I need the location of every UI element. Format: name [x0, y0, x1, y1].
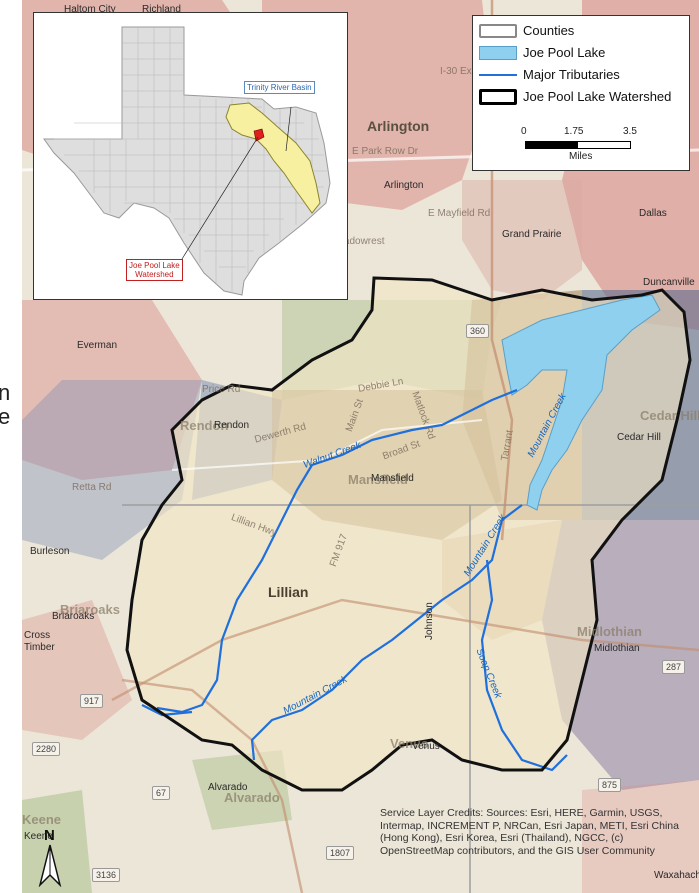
- north-arrow: N: [30, 827, 70, 888]
- soap-creek: [480, 559, 568, 772]
- road-lillian-hwy: [171, 419, 483, 471]
- city-label-burleson: Burleson: [30, 546, 70, 557]
- page-edge-margin: n e: [0, 0, 22, 893]
- scale-tick-0: 0: [521, 126, 527, 137]
- highway-shield-2280: 2280: [32, 742, 61, 756]
- legend-label-counties: Counties: [523, 23, 575, 38]
- highway-shield-875: 875: [598, 778, 622, 792]
- inset-basin-leader: [285, 106, 292, 152]
- inset-watershed-leader: [181, 136, 259, 260]
- city-label-dallas: Dallas: [639, 208, 667, 219]
- city-label-midlothian: Midlothian: [594, 643, 640, 654]
- legend-swatch-counties: [479, 24, 517, 38]
- road-287: [111, 598, 699, 702]
- major-tributaries: [141, 388, 568, 772]
- watershed-interior: [127, 278, 690, 790]
- city-label-arlington: Arlington: [384, 180, 424, 191]
- inset-watershed-callout-line1: Joe Pool Lake: [129, 261, 180, 270]
- legend-swatch-tributaries: [479, 74, 517, 76]
- city-label-alvarado: Alvarado: [208, 782, 248, 793]
- mountain-creek-main: [250, 504, 523, 761]
- inset-watershed-marker: [253, 128, 265, 142]
- legend-label-tributaries: Major Tributaries: [523, 67, 620, 82]
- urban-area-keene: [22, 790, 92, 893]
- legend-swatch-lake: [479, 46, 517, 60]
- scale-tick-2: 3.5: [623, 126, 637, 137]
- walnut-creek: [156, 388, 518, 714]
- highway-shield-287: 287: [662, 660, 686, 674]
- city-label-waxahachie: Waxahachie: [654, 870, 699, 881]
- city-label-rendon: Rendon: [214, 420, 250, 431]
- city-label-rendon-big: Rendon: [180, 418, 229, 433]
- urban-area-cross-timber: [22, 600, 132, 740]
- urban-area-waxahachie: [582, 780, 699, 893]
- city-label-cedar-hill-big: Cedar Hill: [640, 408, 699, 423]
- highway-shield-3136: 3136: [92, 868, 121, 882]
- legend-label-lake: Joe Pool Lake: [523, 45, 606, 60]
- city-label-grand-prairie: Grand Prairie: [502, 229, 562, 240]
- road-label-retta: Retta Rd: [72, 482, 112, 493]
- city-label-venus-big: Venus: [390, 736, 429, 751]
- highway-shield-917: 917: [80, 694, 104, 708]
- legend-swatch-watershed: [479, 89, 517, 105]
- scale-unit-label: Miles: [569, 151, 593, 162]
- highway-shield-360: 360: [466, 324, 490, 338]
- road-label-park-row: E Park Row Dr: [352, 146, 419, 157]
- road-label-price: Price Rd: [202, 384, 241, 395]
- scale-bar-white: [577, 141, 631, 149]
- watershed-boundary: [125, 276, 692, 792]
- inset-watershed-callout-line2: Watershed: [135, 270, 174, 279]
- city-label-venus: Venus: [412, 741, 440, 752]
- city-label-haltom: Haltom City: [64, 4, 116, 15]
- road-label-i30: I-30 Express: [440, 66, 497, 77]
- inset-watershed-callout: Joe Pool Lake Watershed: [126, 259, 183, 281]
- city-label-arlington-big: Arlington: [367, 118, 430, 134]
- city-label-midlothian-big: Midlothian: [577, 624, 642, 639]
- city-label-briaroaks-big: Briaroaks: [60, 602, 120, 617]
- city-label-alvarado-big: Alvarado: [224, 790, 280, 805]
- road-label-mayfield: E Mayfield Rd: [428, 208, 491, 219]
- highway-shield-67: 67: [152, 786, 171, 800]
- city-label-keene: Keene: [24, 831, 53, 842]
- inset-basin-callout: Trinity River Basin: [244, 81, 315, 94]
- city-label-cedar-hill: Cedar Hill: [617, 432, 661, 443]
- city-label-mansfield-big: Mansfield: [348, 472, 408, 487]
- inset-texas-outline: [43, 26, 331, 296]
- urban-area-everman: [22, 300, 202, 480]
- city-label-cross: Cross: [24, 630, 51, 641]
- north-arrow-label: N: [44, 827, 55, 844]
- service-layer-credits: Service Layer Credits: Sources: Esri, HE…: [380, 807, 679, 857]
- city-label-duncanville: Duncanville: [643, 277, 695, 288]
- inset-svg: [43, 26, 331, 296]
- city-label-richland: Richland: [142, 4, 181, 15]
- city-label-everman: Everman: [77, 340, 118, 351]
- map-legend: Counties Joe Pool Lake Major Tributaries…: [472, 15, 690, 171]
- page-edge-text-1: n: [0, 380, 11, 405]
- city-label-briaroaks: Briaroaks: [52, 611, 95, 622]
- city-label-timber: Timber: [24, 642, 55, 653]
- inset-locator-map: Trinity River Basin Joe Pool Lake Waters…: [33, 12, 348, 300]
- county-label-johnson: Johnson: [424, 602, 435, 640]
- scale-bar-black: [525, 141, 579, 149]
- joe-pool-lake: [501, 294, 661, 511]
- city-label-keene-big: Keene: [22, 812, 62, 827]
- city-label-mansfield: Mansfield: [371, 473, 414, 484]
- inset-trinity-basin: [225, 102, 321, 214]
- page-edge-text-2: e: [0, 404, 11, 429]
- city-label-lillian: Lillian: [268, 584, 309, 600]
- road-label-meadowrest: Meadowrest: [330, 236, 385, 247]
- legend-label-watershed: Joe Pool Lake Watershed: [523, 89, 672, 104]
- north-arrow-icon: [38, 844, 62, 888]
- highway-shield-1807: 1807: [326, 846, 355, 860]
- scale-tick-1: 1.75: [564, 126, 584, 137]
